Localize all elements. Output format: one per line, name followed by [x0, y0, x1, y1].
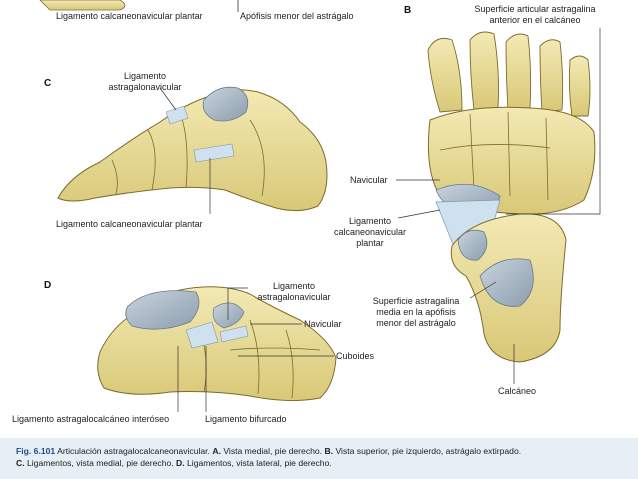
caption-title: Articulación astragalocalcaneonavicular. — [57, 446, 210, 456]
panel-a-remnant — [39, 0, 126, 11]
figure-caption: Fig. 6.101 Articulación astragalocalcane… — [0, 438, 638, 479]
label-b-ligamento-line2: calcaneonavicular — [333, 227, 407, 237]
label-d-cuboides: Cuboides — [336, 351, 375, 361]
label-c-ligamento-line2: astragalonavicular — [108, 82, 182, 92]
caption-line-1: Fig. 6.101 Articulación astragalocalcane… — [16, 446, 521, 457]
label-c-ligamento-line1: Ligamento — [123, 71, 167, 81]
label-b-ligamento-calcaneonavicular: Ligamento calcaneonavicular plantar — [330, 216, 410, 249]
label-b-superficie-line2: media en la apófisis — [376, 307, 456, 317]
panel-label-d: D — [44, 280, 52, 291]
caption-text-b: Vista superior, pie izquierdo, astrágalo… — [335, 446, 522, 456]
label-superficie-articular: Superficie articular astragalina anterio… — [460, 4, 610, 26]
caption-key-c: C. — [16, 458, 25, 468]
label-d-ligamento-interoseo: Ligamento astragalocalcáneo interóseo — [12, 414, 170, 424]
caption-text-a: Vista medial, pie derecho. — [223, 446, 323, 456]
label-b-superficie-line1: Superficie astragalina — [372, 296, 460, 306]
caption-line-2: C. Ligamentos, vista medial, pie derecho… — [16, 458, 332, 469]
caption-key-d: D. — [176, 458, 185, 468]
panel-label-b: B — [404, 5, 412, 16]
label-top-apofisis-menor: Apófisis menor del astrágalo — [240, 11, 354, 21]
label-superficie-articular-line2: anterior en el calcáneo — [489, 15, 581, 25]
label-b-superficie-astragalina: Superficie astragalina media en la apófi… — [360, 296, 472, 329]
label-superficie-articular-line1: Superficie articular astragalina — [474, 4, 596, 14]
label-d-ligamento-bifurcado: Ligamento bifurcado — [205, 414, 287, 424]
label-b-ligamento-line3: plantar — [356, 238, 384, 248]
label-d-navicular: Navicular — [304, 319, 342, 329]
label-d-ligamento-line2: astragalonavicular — [257, 292, 331, 302]
panel-b-foot — [396, 28, 601, 384]
label-c-ligamento-astragalonavicular: Ligamento astragalonavicular — [90, 71, 200, 93]
panel-label-c: C — [44, 78, 52, 89]
panel-c-foot — [57, 86, 328, 214]
label-b-navicular: Navicular — [350, 175, 388, 185]
label-b-calcaneo: Calcáneo — [498, 386, 537, 396]
caption-text-d: Ligamentos, vista lateral, pie derecho. — [187, 458, 332, 468]
label-b-superficie-line3: menor del astrágalo — [376, 318, 456, 328]
caption-key-a: A. — [212, 446, 221, 456]
caption-figure-number: Fig. 6.101 — [16, 446, 56, 456]
label-top-ligamento-calcaneonavicular: Ligamento calcaneonavicular plantar — [56, 11, 203, 21]
label-b-ligamento-line1: Ligamento — [348, 216, 392, 226]
caption-text-c: Ligamentos, vista medial, pie derecho. — [26, 458, 174, 468]
label-d-ligamento-line1: Ligamento — [272, 281, 316, 291]
panel-d-foot — [97, 286, 337, 412]
label-c-ligamento-calcaneonavicular: Ligamento calcaneonavicular plantar — [56, 219, 203, 229]
caption-key-b: B. — [324, 446, 334, 456]
label-d-ligamento-astragalonavicular: Ligamento astragalonavicular — [244, 281, 344, 303]
